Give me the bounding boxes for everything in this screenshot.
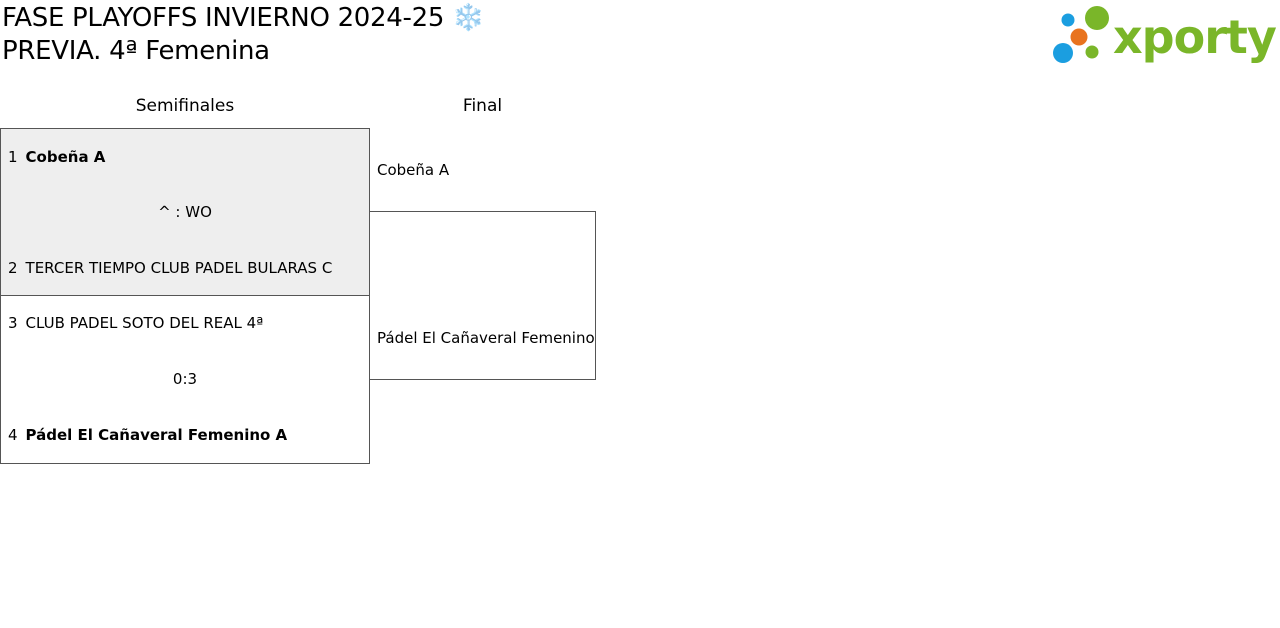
- semifinal-2-team-1[interactable]: 3 CLUB PADEL SOTO DEL REAL 4ª: [8, 313, 363, 333]
- xporty-logo[interactable]: xporty: [1050, 4, 1278, 68]
- semifinal-2-result: 0:3: [172, 370, 198, 388]
- team-name: Cobeña A: [25, 148, 106, 166]
- logo-dot-blue-small: [1061, 13, 1075, 27]
- final-team-1[interactable]: Cobeña A: [377, 161, 450, 179]
- semifinal-1-result: ^ : WO: [158, 203, 212, 221]
- semifinal-match-1[interactable]: 1 Cobeña A ^ : WO 2 TERCER TIEMPO CLUB PAD…: [0, 128, 370, 296]
- round-header-semifinals: Semifinales: [135, 96, 235, 116]
- logo-dot-blue-large: [1053, 43, 1073, 63]
- semifinal-2-team-2[interactable]: 4 Pádel El Cañaveral Femenino A: [8, 425, 363, 445]
- team-seed: 3: [8, 314, 18, 332]
- team-seed: 4: [8, 426, 18, 444]
- logo-wordmark: xporty: [1113, 10, 1277, 64]
- team-name: CLUB PADEL SOTO DEL REAL 4ª: [25, 314, 264, 332]
- round-header-final: Final: [462, 96, 503, 116]
- semifinal-match-2[interactable]: 3 CLUB PADEL SOTO DEL REAL 4ª 0:3 4 Pádel …: [0, 296, 370, 464]
- logo-dot-green-small: [1085, 45, 1099, 59]
- page-title-line2: PREVIA. 4ª Femenina: [2, 36, 270, 66]
- logo-dot-orange: [1070, 28, 1088, 46]
- xporty-logo-graphic: xporty: [1053, 6, 1278, 64]
- semifinal-1-team-1[interactable]: 1 Cobeña A: [8, 147, 363, 167]
- team-name: TERCER TIEMPO CLUB PADEL BULARAS C: [25, 259, 333, 277]
- page-title: FASE PLAYOFFS INVIERNO 2024-25 ❄️ PREVIA…: [2, 2, 484, 68]
- team-seed: 2: [8, 259, 18, 277]
- logo-dot-green-large: [1085, 6, 1109, 30]
- team-name: Pádel El Cañaveral Femenino A: [25, 426, 288, 444]
- page-title-line1: FASE PLAYOFFS INVIERNO 2024-25 ❄️: [2, 3, 485, 33]
- final-team-2[interactable]: Pádel El Cañaveral Femenino A: [377, 329, 595, 347]
- final-match[interactable]: [369, 211, 596, 380]
- semifinal-1-team-2[interactable]: 2 TERCER TIEMPO CLUB PADEL BULARAS C: [8, 258, 363, 278]
- team-seed: 1: [8, 148, 18, 166]
